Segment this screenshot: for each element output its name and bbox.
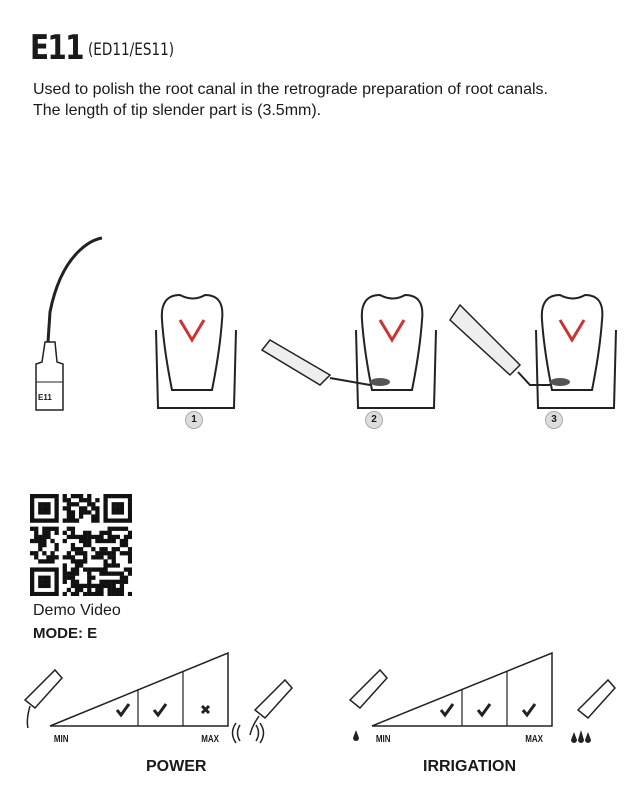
irrigation-caption: IRRIGATION <box>423 758 517 775</box>
power-caption: POWER <box>146 758 207 775</box>
demo-video-label: Demo Video <box>33 602 121 619</box>
power-level-1-check-icon <box>115 703 131 718</box>
step-badge-1: 1 <box>185 411 203 429</box>
qr-code[interactable] <box>30 494 132 596</box>
irrigation-min-label: MIN <box>375 734 391 745</box>
handpiece-max-icon <box>576 678 617 720</box>
power-gauge <box>23 651 294 744</box>
mode-label: MODE: E <box>33 625 98 642</box>
settings-gauges <box>23 651 617 744</box>
irrigation-level-3-check-icon <box>521 703 537 718</box>
tip-model-title: E11 <box>30 28 85 68</box>
water-drops-icon <box>571 730 591 743</box>
handpiece-max-icon <box>249 678 294 736</box>
description-line-2: The length of tip slender part is (3.5mm… <box>33 102 322 119</box>
tooth-step-2 <box>260 293 437 409</box>
power-level-2-check-icon <box>152 703 168 718</box>
water-drop-icon <box>353 730 359 741</box>
step-badge-2: 2 <box>365 411 383 429</box>
tooth-step-3 <box>449 293 617 409</box>
description-line-1: Used to polish the root canal in the ret… <box>33 81 548 98</box>
tip-label: E11 <box>38 393 52 402</box>
step-badge-3: 3 <box>545 411 563 429</box>
irrigation-level-1-check-icon <box>439 703 455 718</box>
power-min-label: MIN <box>53 734 69 745</box>
procedure-illustrations <box>155 293 617 409</box>
tip-model-aliases: (ED11/ES11) <box>88 40 175 60</box>
vibration-max-icon <box>231 722 265 744</box>
irrigation-gauge <box>348 651 617 743</box>
handpiece-min-icon <box>23 668 64 729</box>
tip-illustration <box>35 236 103 411</box>
handpiece-min-icon <box>348 668 389 710</box>
tooth-step-1 <box>155 293 237 409</box>
power-level-3-cross-icon <box>200 704 211 715</box>
irrigation-level-2-check-icon <box>476 703 492 718</box>
irrigation-max-label: MAX <box>525 734 544 745</box>
power-max-label: MAX <box>201 734 220 745</box>
